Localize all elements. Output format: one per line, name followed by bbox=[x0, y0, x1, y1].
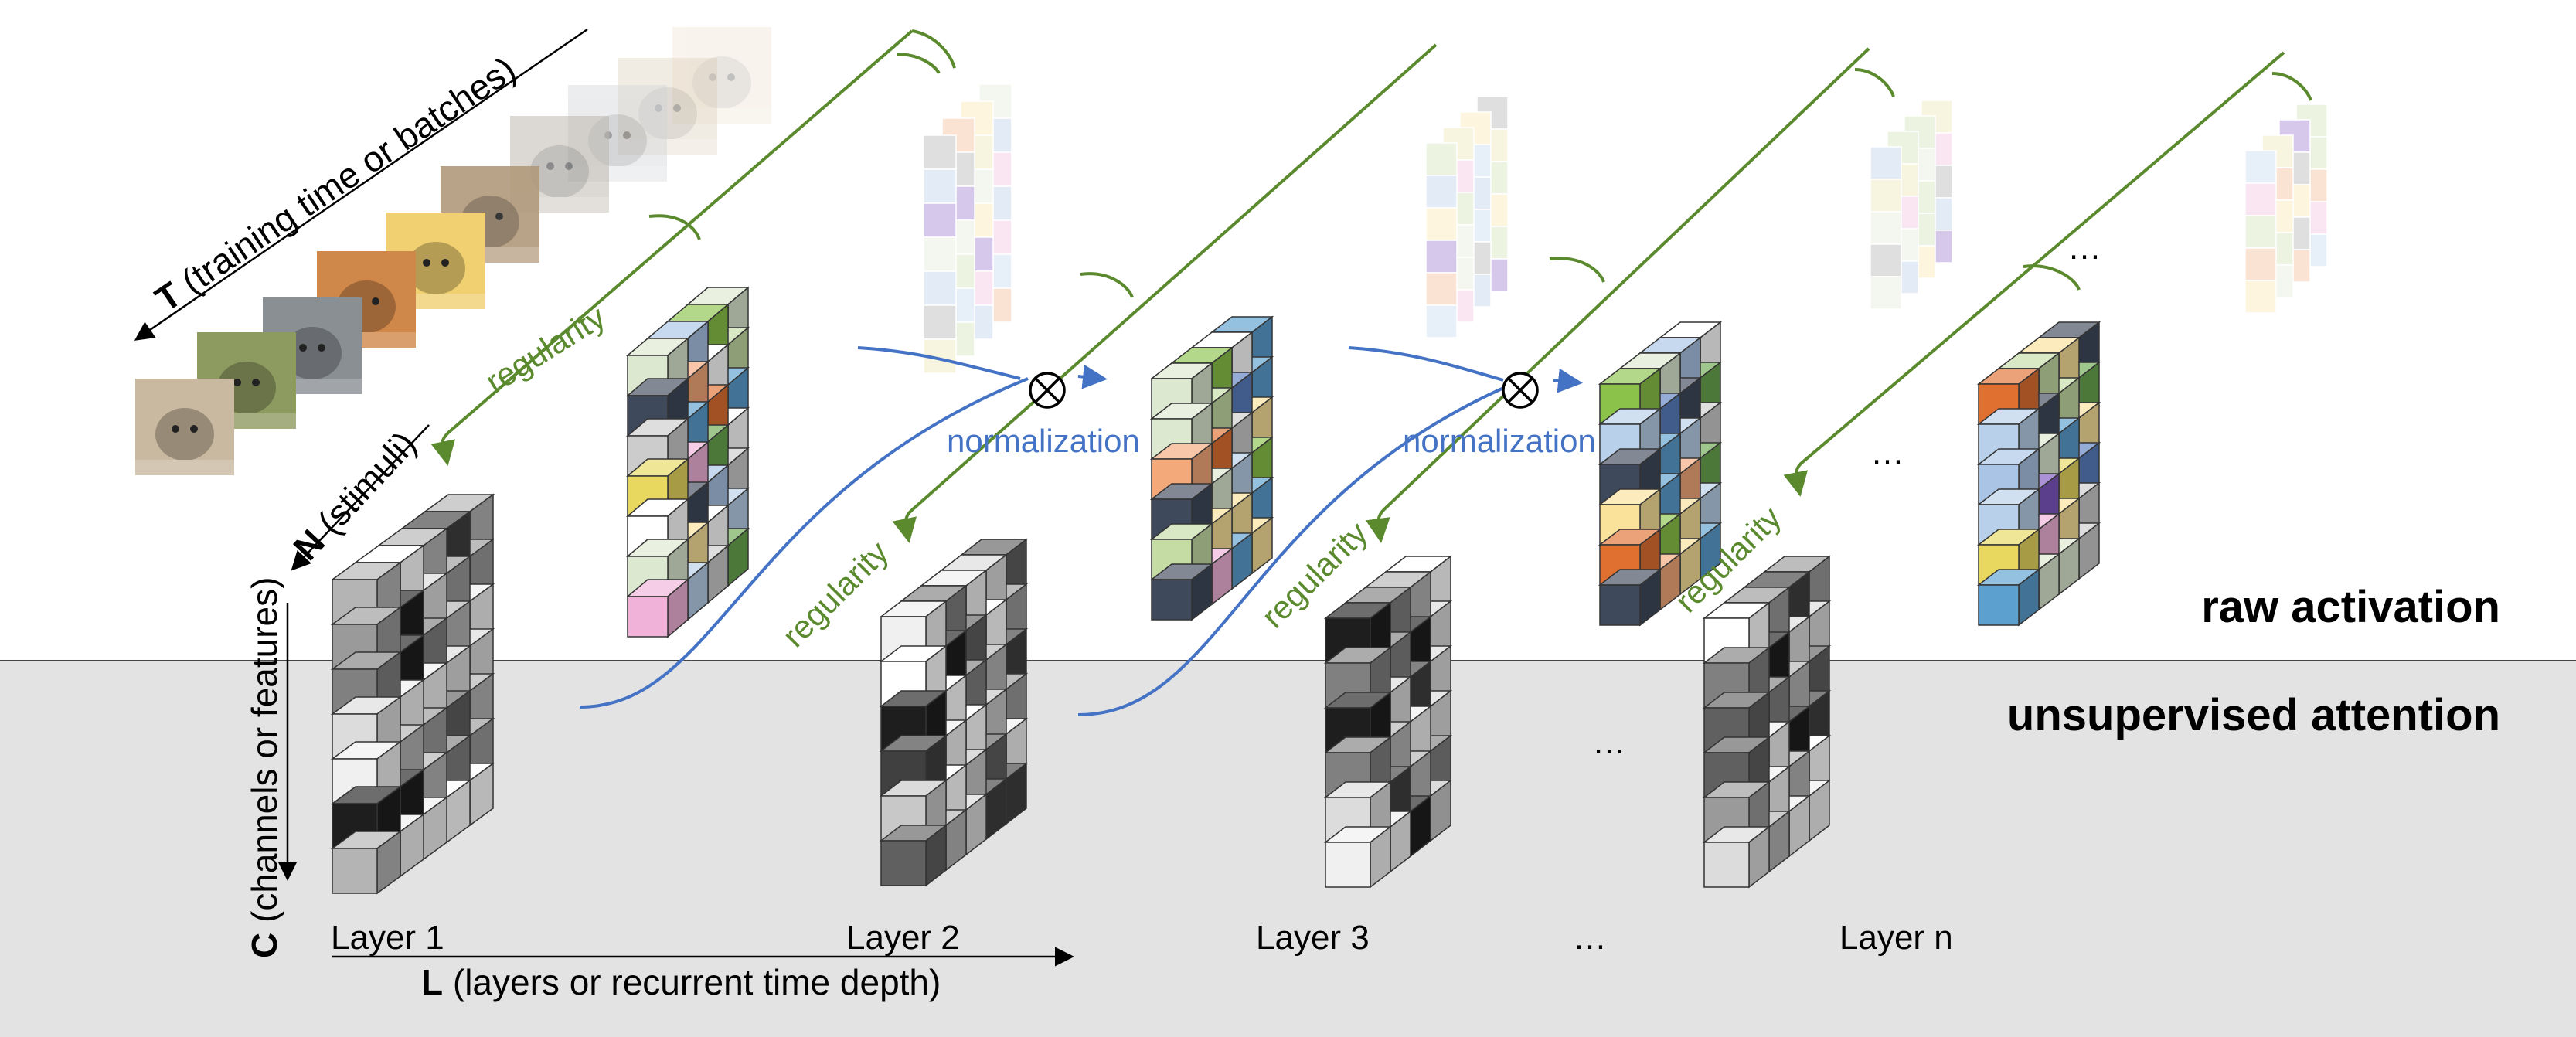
faded-grid-4 bbox=[2244, 104, 2328, 314]
stimuli-images bbox=[135, 27, 771, 475]
layer-2-raw-stack bbox=[1149, 315, 1274, 621]
ellipsis-top: … bbox=[2067, 229, 2101, 267]
c-axis-letter: C bbox=[244, 933, 284, 958]
faded-grid-1 bbox=[923, 83, 1012, 374]
activation-cell bbox=[1149, 563, 1214, 621]
normalization-paths bbox=[579, 346, 1583, 716]
activation-cell bbox=[1323, 825, 1393, 889]
regularity-label-2: regularity bbox=[775, 534, 895, 654]
unsupervised-attention-label: unsupervised attention bbox=[2007, 690, 2500, 740]
layer-n-raw-stack bbox=[1976, 321, 2101, 627]
layer-n-label: Layer n bbox=[1839, 919, 1953, 957]
faded-future-activations bbox=[923, 83, 2328, 374]
t-axis-arrow bbox=[134, 28, 588, 341]
normalization-label-2: normalization bbox=[1403, 423, 1596, 459]
stimulus-thumbnail bbox=[618, 58, 717, 155]
faded-grid-3 bbox=[1870, 100, 1953, 310]
layer-3-raw-stack bbox=[1598, 321, 1723, 627]
faded-grid-2 bbox=[1425, 96, 1509, 338]
layer-n-attention-stack bbox=[1702, 555, 1832, 889]
ellipsis-bottom: … bbox=[1573, 919, 1607, 957]
activation-cell bbox=[879, 824, 948, 887]
c-axis-label: C (channels or features) bbox=[244, 577, 284, 958]
layer-2-attention-stack bbox=[879, 538, 1029, 887]
raw-activation-label: raw activation bbox=[2201, 582, 2500, 632]
norm-arrow-2 bbox=[1553, 368, 1583, 393]
stimulus-thumbnail bbox=[672, 27, 771, 124]
norm-arrow-1 bbox=[1077, 364, 1108, 389]
stimulus-thumbnail bbox=[135, 379, 234, 475]
ellipsis-raw: … bbox=[1870, 434, 1904, 471]
l-axis-label: L (layers or recurrent time depth) bbox=[421, 962, 941, 1002]
axis-arrows bbox=[134, 28, 1074, 967]
layer-1-raw-stack bbox=[625, 286, 750, 638]
multiply-symbols bbox=[1029, 372, 1539, 409]
stimulus-thumbnail bbox=[386, 212, 485, 309]
l-axis-letter: L bbox=[421, 962, 443, 1002]
c-axis-text: (channels or features) bbox=[244, 577, 284, 933]
layer-2-label: Layer 2 bbox=[846, 919, 960, 957]
layer-1-label: Layer 1 bbox=[331, 919, 444, 957]
activation-cell bbox=[330, 830, 403, 895]
activation-cell bbox=[625, 578, 690, 638]
layer-3-attention-stack bbox=[1323, 555, 1453, 889]
stimulus-thumbnail bbox=[510, 116, 609, 212]
layer-1-attention-stack bbox=[330, 493, 495, 895]
regularity-label-1: regularity bbox=[479, 298, 611, 400]
regularity-paths bbox=[430, 29, 2312, 543]
l-axis-text: (layers or recurrent time depth) bbox=[443, 962, 941, 1002]
activation-cell bbox=[1976, 568, 2041, 627]
ellipsis-attention: … bbox=[1592, 723, 1626, 761]
layer-3-label: Layer 3 bbox=[1256, 919, 1370, 957]
n-axis-arrow bbox=[291, 424, 430, 571]
activation-cell bbox=[1598, 568, 1662, 627]
normalization-label-1: normalization bbox=[947, 423, 1140, 459]
activation-stacks bbox=[330, 286, 2101, 895]
activation-cell bbox=[1702, 825, 1771, 889]
